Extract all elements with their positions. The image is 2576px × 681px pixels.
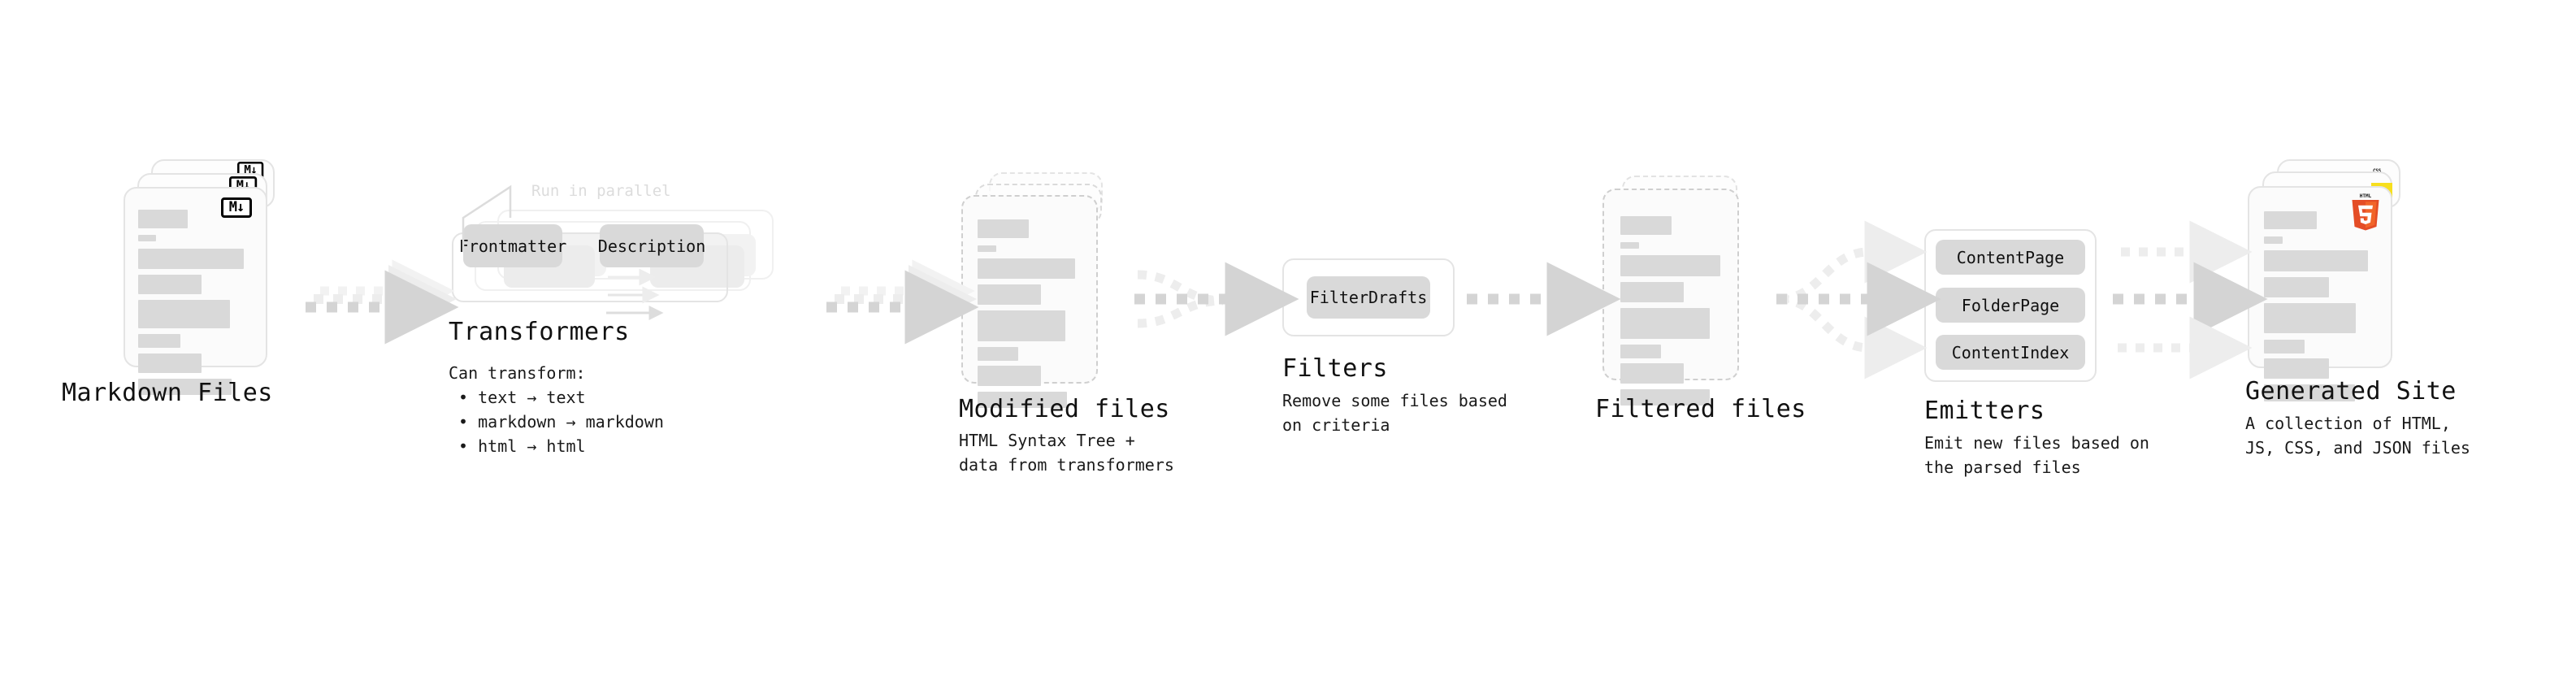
stage-desc-modified-files: HTML Syntax Tree + data from transformer…: [959, 431, 1174, 475]
markdown-icon: M↓: [221, 197, 252, 218]
skeleton-bar: [2264, 384, 2355, 401]
skeleton-bar: [978, 310, 1065, 341]
stage-title-generated-site: Generated Site: [2245, 377, 2457, 406]
transformer-chip-frontmatter[interactable]: Frontmatter: [459, 224, 566, 267]
skeleton-bar: [2264, 211, 2317, 229]
generated-site-card-front: HTML: [2248, 186, 2392, 401]
skeleton-bar: [1620, 255, 1720, 276]
skeleton-bar: [1620, 363, 1684, 384]
filtered-file-stack: [1602, 176, 1773, 406]
skeleton-bar: [2264, 303, 2356, 333]
stage-desc-filters: Remove some files based on criteria: [1282, 391, 1507, 435]
stage-markdown-files: M↓ M↓ M↓ Markdown Files: [62, 159, 294, 407]
filter-chip-filterdrafts[interactable]: FilterDrafts: [1307, 276, 1430, 319]
stage-desc-transformers: Can transform: • text → text • markdown …: [449, 363, 664, 456]
skeleton-bar: [138, 249, 244, 269]
stage-desc-emitters: Emit new files based on the parsed files: [1924, 433, 2149, 477]
stage-title-filters: Filters: [1282, 354, 1388, 383]
html5-icon: HTML: [2348, 193, 2383, 232]
skeleton-bar: [138, 275, 202, 294]
skeleton-bar: [978, 392, 1067, 408]
skeleton-bar: [978, 366, 1041, 386]
skeleton-bar: [978, 258, 1075, 279]
skeleton-bar: [978, 284, 1041, 305]
skeleton-bar: [138, 334, 180, 348]
skeleton-bar: [2264, 250, 2368, 271]
stage-generated-site: HTML Generated Site A collection of HTML…: [2245, 159, 2470, 458]
skeleton-bar: [138, 235, 156, 241]
emitter-chip-folderpage[interactable]: FolderPage: [1936, 288, 2085, 323]
run-in-parallel-note: Run in parallel: [531, 182, 671, 200]
skeleton-bar: [2264, 236, 2283, 244]
skeleton-bar: [2264, 358, 2329, 379]
connector-markdown-to-transformers: [306, 259, 459, 345]
stage-filtered-files: Filtered files: [1595, 176, 1806, 423]
skeleton-bar: [1620, 216, 1672, 235]
skeleton-bar: [978, 245, 996, 252]
modified-file-card-front: [961, 195, 1098, 408]
emitter-chip-contentpage[interactable]: ContentPage: [1936, 240, 2085, 275]
stage-title-emitters: Emitters: [1924, 397, 2045, 425]
skeleton-bar: [138, 300, 230, 328]
skeleton-bar: [138, 379, 232, 395]
skeleton-bar: [2264, 340, 2305, 354]
skeleton-bar: [1620, 242, 1639, 249]
stage-modified-files: Modified files HTML Syntax Tree + data f…: [959, 172, 1174, 475]
markdown-file-card-front: M↓: [124, 187, 267, 395]
connector-transformers-to-modified: [826, 259, 979, 345]
connector-modified-to-filters: [1134, 262, 1299, 336]
skeleton-bar: [1620, 308, 1710, 339]
skeleton-bar: [978, 347, 1018, 361]
skeleton-bar: [1620, 282, 1684, 302]
stage-title-filtered-files: Filtered files: [1595, 395, 1806, 423]
generated-site-stack: HTML: [2248, 159, 2418, 401]
connector-emitters-to-generated: [2113, 220, 2268, 380]
skeleton-bar: [138, 210, 188, 228]
connector-filtered-to-emitters: [1776, 220, 1941, 380]
svg-text:HTML: HTML: [2360, 193, 2372, 199]
emitter-chip-contentindex[interactable]: ContentIndex: [1936, 335, 2085, 370]
skeleton-bar: [2264, 277, 2329, 297]
stage-title-markdown-files: Markdown Files: [62, 379, 273, 407]
markdown-file-stack: M↓ M↓ M↓: [124, 159, 294, 395]
stage-title-modified-files: Modified files: [959, 395, 1170, 423]
transformer-chip-description[interactable]: Description: [598, 224, 705, 267]
filtered-file-card-front: [1602, 189, 1739, 406]
skeleton-bar: [138, 354, 202, 373]
skeleton-bar: [978, 219, 1029, 238]
stage-title-transformers: Transformers: [449, 318, 630, 346]
skeleton-bar: [1620, 389, 1710, 406]
modified-file-stack: [961, 172, 1132, 408]
skeleton-bar: [1620, 345, 1661, 358]
stage-desc-generated-site: A collection of HTML, JS, CSS, and JSON …: [2245, 414, 2470, 458]
